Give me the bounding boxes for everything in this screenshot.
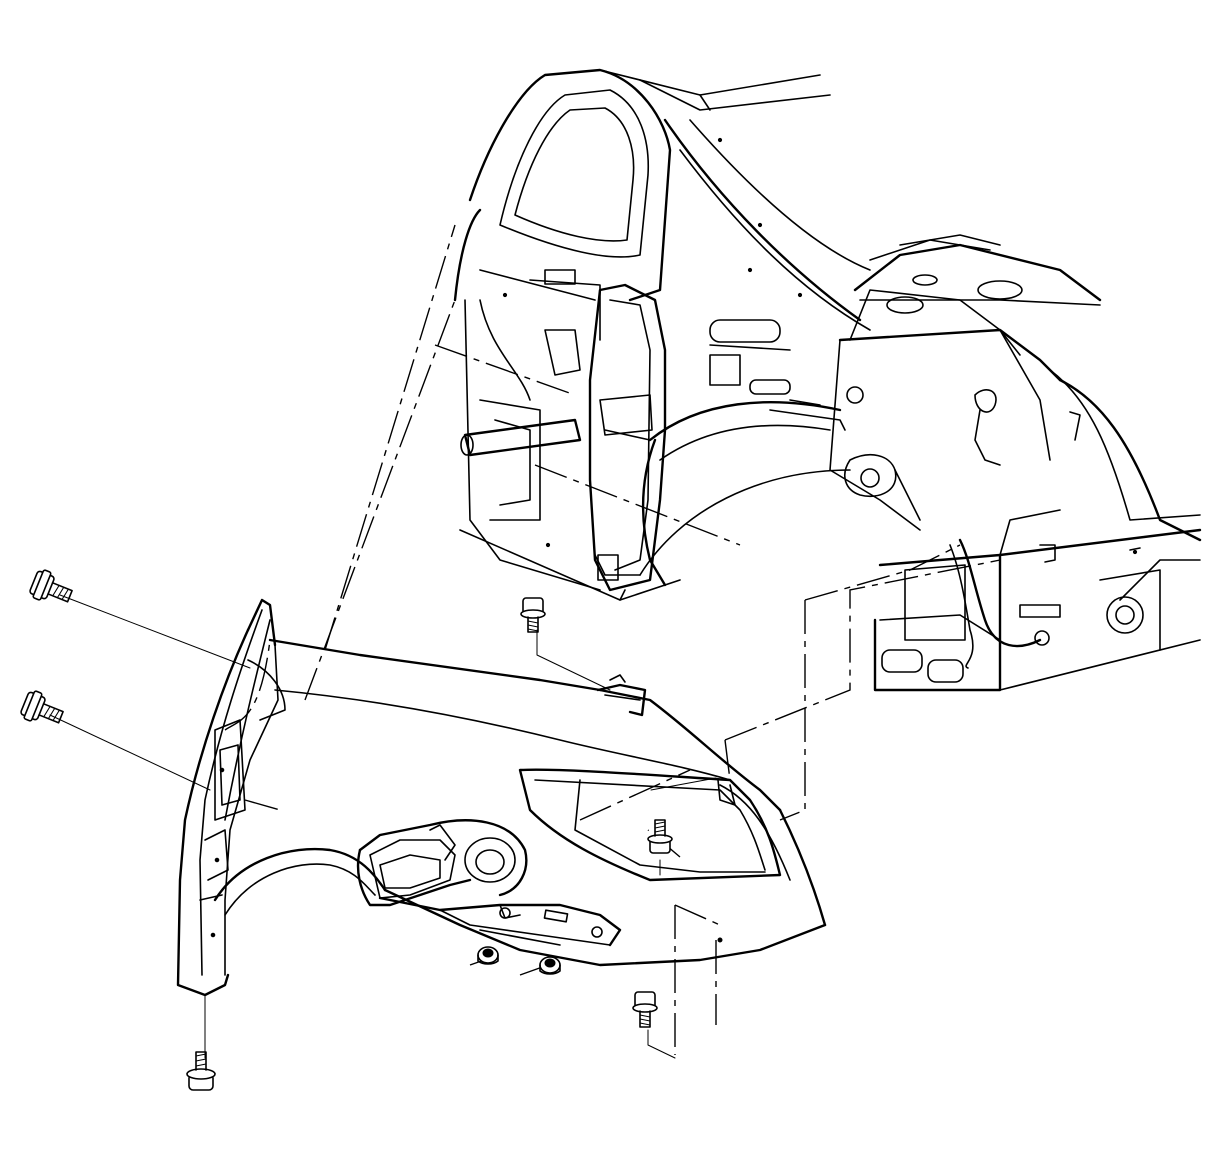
bolt-taillamp	[647, 819, 673, 854]
bolt-body-upper	[520, 597, 546, 633]
nut-right	[539, 956, 561, 975]
body-structure-rear	[453, 68, 1202, 692]
fuel-door-housing	[356, 819, 622, 947]
leader-lines	[49, 224, 1001, 1059]
quarter-panel-outer	[176, 598, 827, 997]
bolt-quarter-middle	[20, 690, 64, 724]
nut-left	[477, 946, 499, 965]
bolt-lower-center	[632, 991, 658, 1028]
bolt-quarter-lower	[186, 1051, 216, 1091]
bolt-quarter-upper	[29, 569, 73, 603]
